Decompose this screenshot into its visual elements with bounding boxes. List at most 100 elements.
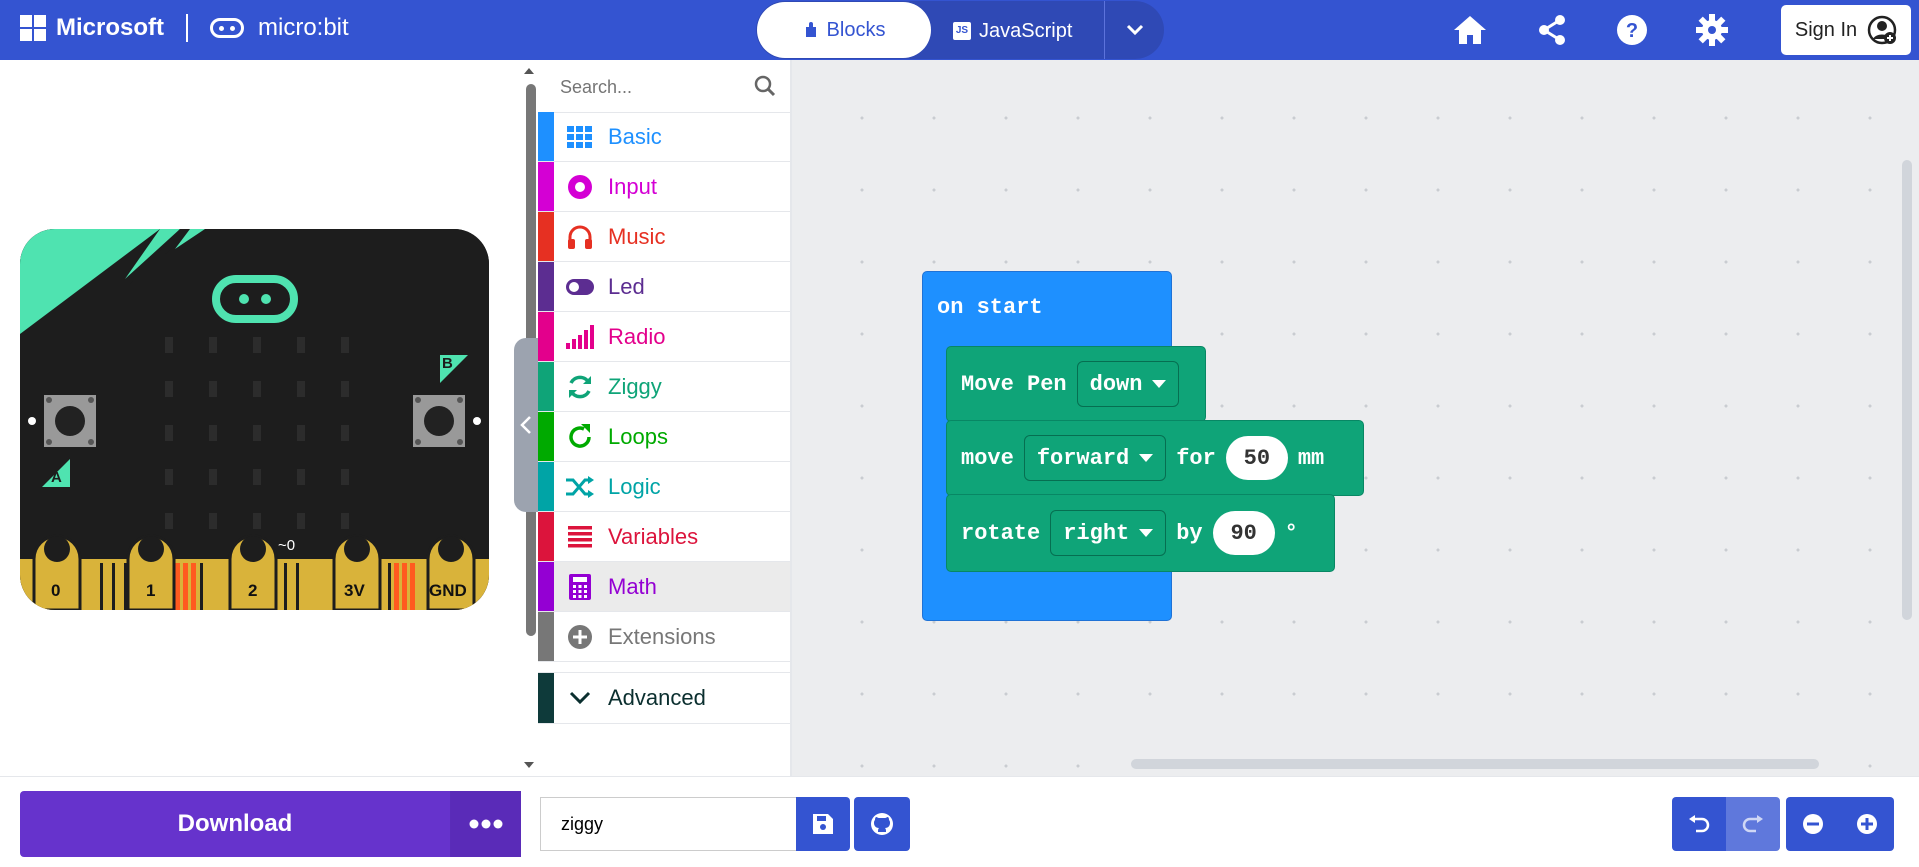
toolbox: Basic Input Music Led Radio Ziggy Loops …: [538, 60, 792, 776]
search-icon[interactable]: [754, 75, 776, 97]
undo-button[interactable]: [1672, 797, 1726, 851]
headphones-icon: [566, 223, 594, 251]
ellipsis-icon: [469, 819, 503, 829]
simulator-panel: A B 0 1 2 3V GND ~0: [0, 60, 520, 776]
save-button[interactable]: [796, 797, 850, 851]
category-led[interactable]: Led: [538, 262, 790, 312]
sign-in-button[interactable]: Sign In: [1781, 5, 1911, 55]
pin-2-label: 2: [248, 581, 258, 600]
zoom-in-button[interactable]: [1840, 797, 1894, 851]
grid-icon: [566, 123, 594, 151]
rotate-by-label: by: [1176, 520, 1203, 546]
github-button[interactable]: [854, 797, 910, 851]
category-input[interactable]: Input: [538, 162, 790, 212]
toggle-icon: [566, 273, 594, 301]
category-color-bar: [538, 262, 554, 311]
brand-divider: [186, 14, 188, 42]
move-block[interactable]: move forward for 50 mm: [946, 420, 1364, 496]
simulator-collapse-handle[interactable]: [514, 338, 538, 512]
rotate-unit-label: °: [1284, 520, 1298, 546]
help-icon: ?: [1617, 15, 1647, 45]
tab-blocks-label: Blocks: [826, 18, 886, 41]
pen-position-dropdown[interactable]: down: [1076, 361, 1180, 407]
chevron-left-icon: [520, 416, 531, 434]
javascript-icon: JS: [953, 22, 971, 40]
rotate-label: rotate: [961, 520, 1041, 546]
github-icon: [871, 813, 893, 835]
move-direction-value: forward: [1036, 445, 1130, 471]
category-label: Advanced: [608, 685, 706, 710]
move-pen-block[interactable]: Move Pen down: [946, 346, 1206, 422]
download-group: Download: [20, 791, 521, 857]
share-button[interactable]: [1530, 10, 1574, 50]
category-color-bar: [538, 612, 554, 661]
rotate-block[interactable]: rotate right by 90 °: [946, 494, 1335, 572]
category-color-bar: [538, 312, 554, 361]
zoom-in-icon: [1857, 814, 1877, 834]
rotate-amount-value: 90: [1230, 520, 1257, 546]
category-label: Led: [608, 273, 645, 299]
pen-position-value: down: [1089, 371, 1143, 397]
category-label: Loops: [608, 423, 668, 449]
category-color-bar: [538, 412, 554, 461]
redo-button[interactable]: [1726, 797, 1780, 851]
lines-icon: [566, 523, 594, 551]
category-color-bar: [538, 512, 554, 561]
category-extensions[interactable]: Extensions: [538, 612, 790, 662]
category-advanced[interactable]: Advanced: [538, 672, 790, 724]
category-logic[interactable]: Logic: [538, 462, 790, 512]
home-button[interactable]: [1448, 10, 1492, 50]
category-variables[interactable]: Variables: [538, 512, 790, 562]
tab-javascript-label: JavaScript: [979, 19, 1073, 42]
category-color-bar: [538, 673, 554, 723]
move-label: move: [961, 445, 1014, 471]
rotate-amount-input[interactable]: 90: [1212, 511, 1275, 555]
pin-1-label: 1: [146, 581, 156, 600]
category-ziggy[interactable]: Ziggy: [538, 362, 790, 412]
pin-0-label: 0: [51, 581, 61, 600]
refresh-icon: [566, 373, 594, 401]
zoom-out-button[interactable]: [1786, 797, 1840, 851]
category-radio[interactable]: Radio: [538, 312, 790, 362]
move-for-label: for: [1176, 445, 1216, 471]
user-icon: [1867, 15, 1897, 45]
category-label: Logic: [608, 473, 661, 499]
category-color-bar: [538, 462, 554, 511]
workspace-vertical-scrollbar[interactable]: [1902, 160, 1912, 620]
share-icon: [1539, 15, 1565, 45]
brand[interactable]: Microsoft micro:bit: [20, 14, 349, 42]
microbit-board[interactable]: A B 0 1 2 3V GND ~0: [20, 229, 489, 610]
category-color-bar: [538, 562, 554, 611]
search-input[interactable]: [558, 72, 752, 102]
microsoft-label: Microsoft: [56, 14, 164, 41]
category-loops[interactable]: Loops: [538, 412, 790, 462]
product-label: micro:bit: [258, 14, 349, 41]
rotate-direction-dropdown[interactable]: right: [1050, 510, 1167, 556]
download-button[interactable]: Download: [20, 791, 450, 857]
category-label: Music: [608, 223, 666, 249]
microbit-board-graphic: [20, 229, 489, 610]
settings-button[interactable]: [1690, 10, 1734, 50]
workspace-horizontal-scrollbar[interactable]: [1131, 759, 1819, 769]
loop-icon: [566, 423, 594, 451]
move-amount-input[interactable]: 50: [1225, 436, 1288, 480]
microsoft-logo-icon: [20, 15, 46, 41]
signal-icon: [566, 323, 594, 351]
move-direction-dropdown[interactable]: forward: [1023, 435, 1167, 481]
save-icon: [813, 814, 833, 834]
category-music[interactable]: Music: [538, 212, 790, 262]
move-pen-label: Move Pen: [961, 371, 1067, 397]
tab-javascript[interactable]: JS JavaScript: [953, 11, 1093, 51]
tab-blocks[interactable]: Blocks: [757, 2, 931, 58]
editor-mode-switch: Blocks JS JavaScript: [756, 1, 1164, 59]
category-basic[interactable]: Basic: [538, 112, 790, 162]
help-button[interactable]: ?: [1610, 10, 1654, 50]
caret-down-icon: [1139, 529, 1154, 537]
gear-icon: [1696, 14, 1728, 46]
move-amount-value: 50: [1243, 445, 1271, 471]
project-name-input[interactable]: [540, 797, 796, 851]
category-math[interactable]: Math: [538, 562, 790, 612]
download-more-button[interactable]: [450, 791, 521, 857]
sign-in-label: Sign In: [1794, 18, 1858, 41]
language-dropdown-button[interactable]: [1104, 1, 1165, 59]
